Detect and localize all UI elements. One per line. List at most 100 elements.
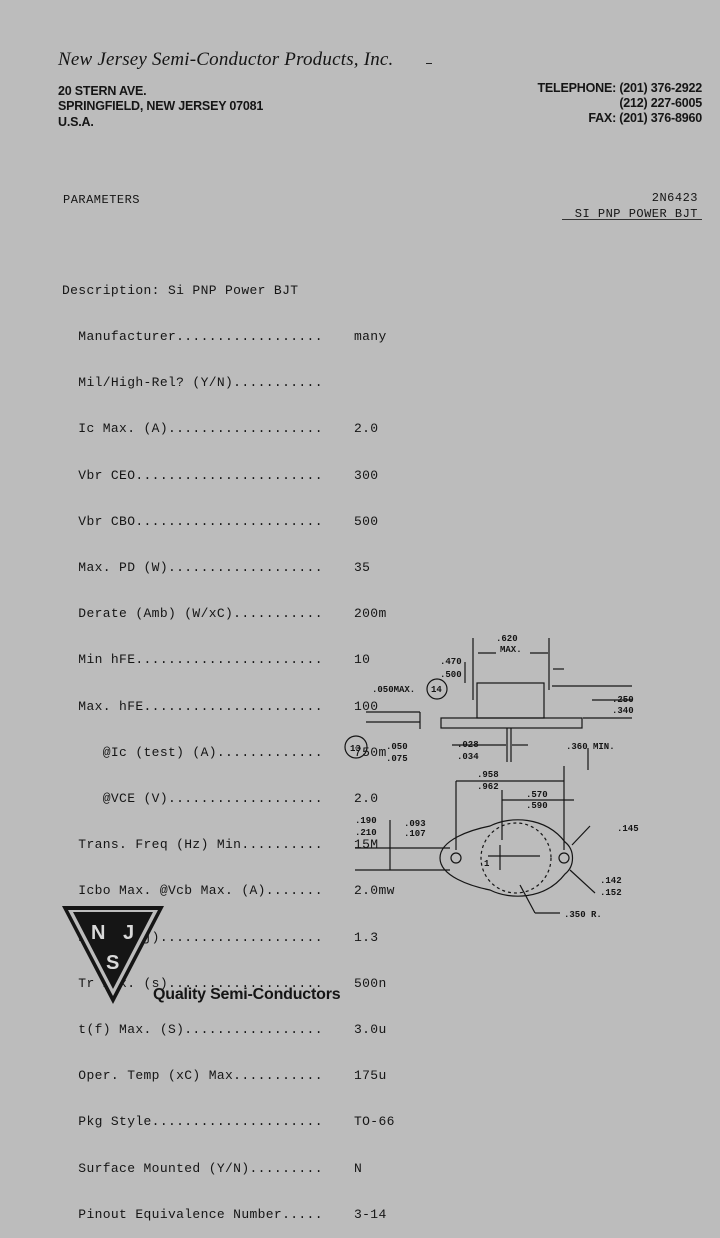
dim-152: .152 [600, 888, 622, 898]
logo-letter-s: S [106, 952, 119, 974]
pin-1-label: 1 [484, 859, 490, 869]
spec-value: 3-14 [354, 1206, 387, 1222]
spec-value: many [354, 329, 387, 345]
spec-label: Min hFE....................... [62, 652, 323, 668]
top-view-cap-outline [480, 822, 552, 894]
header-rule [562, 219, 702, 220]
part-number: 2N6423 [651, 191, 698, 205]
spec-row: t(f) Max. (S)................. 3.0u [62, 1022, 395, 1037]
telephone-2: (212) 227-6005 [619, 96, 702, 110]
spec-row: Mil/High-Rel? (Y/N)........... [62, 375, 395, 390]
dim-250: .250 [612, 695, 634, 705]
spec-value: 2.0mw [354, 883, 395, 899]
dim-max: MAX. [500, 645, 522, 655]
company-name: New Jersey Semi-Conductor Products, Inc. [58, 49, 394, 70]
spec-label: Icbo Max. @Vcb Max. (A)....... [62, 883, 323, 899]
spec-label: Surface Mounted (Y/N)......... [62, 1160, 323, 1176]
dim-190: .190 [355, 816, 377, 826]
dim-093: .093 [404, 819, 426, 829]
description-text: Description: Si PNP Power BJT [62, 282, 299, 298]
spec-label: Trans. Freq (Hz) Min.......... [62, 837, 323, 853]
spec-value: 200m [354, 606, 387, 622]
spec-value: 175u [354, 1068, 387, 1084]
spec-row: Icbo Max. @Vcb Max. (A)....... 2.0mw [62, 883, 395, 898]
spec-row: Oper. Temp (xC) Max...........175u [62, 1068, 395, 1083]
dim-360min: .360 MIN. [566, 742, 615, 752]
address-street: 20 STERN AVE. [58, 84, 147, 98]
address-country: U.S.A. [58, 115, 94, 129]
dim-075: .075 [386, 754, 408, 764]
spec-row: Trans. Freq (Hz) Min..........15M [62, 837, 395, 852]
spec-value: 500 [354, 513, 379, 529]
spec-row: @VCE (V)...................2.0 [62, 791, 395, 806]
dim-028: .028 [457, 740, 479, 750]
spec-label: Manufacturer.................. [62, 329, 323, 345]
dim-340: .340 [612, 706, 634, 716]
spec-label: Ic Max. (A)................... [62, 421, 323, 437]
dim-050max: .050MAX. [372, 685, 415, 695]
spec-label: Pkg Style..................... [62, 1114, 323, 1130]
spec-label: Mil/High-Rel? (Y/N)........... [62, 375, 323, 391]
spec-value: 3.0u [354, 1022, 387, 1038]
company-logo: N J S [62, 906, 164, 1004]
spec-label: Vbr CBO....................... [62, 513, 323, 529]
header-dash [426, 63, 432, 64]
dim-050: .050 [386, 742, 408, 752]
dim-145: .145 [617, 824, 639, 834]
spec-value: 100 [354, 698, 379, 714]
dim-142: .142 [600, 876, 622, 886]
side-view-flange [440, 717, 583, 729]
spec-value: 300 [354, 467, 379, 483]
dim-962: .962 [477, 782, 499, 792]
logo-letter-n: N [91, 922, 105, 944]
spec-value: 10 [354, 652, 371, 668]
dim-350r: .350 R. [564, 910, 602, 920]
logo-letter-j: J [123, 922, 134, 944]
mounting-hole [450, 852, 462, 864]
spec-row: Max. hFE...................... 100 [62, 699, 395, 714]
dim-034: .034 [457, 752, 479, 762]
spec-label: t(f) Max. (S)................. [62, 1022, 323, 1038]
spec-row: Manufacturer.................. many [62, 329, 395, 344]
spec-row: Pinout Equivalence Number..... 3-14 [62, 1207, 395, 1222]
spec-row: Vbr CBO....................... 500 [62, 514, 395, 529]
spec-value: N [354, 1160, 363, 1176]
parameters-label: PARAMETERS [63, 193, 141, 207]
dim-570: .570 [526, 790, 548, 800]
spec-row: Vbr CEO....................... 300 [62, 468, 395, 483]
callout-14: 14 [431, 685, 442, 695]
spec-row: @Ic (test) (A).............750m [62, 745, 395, 760]
fax: FAX: (201) 376-8960 [588, 111, 702, 125]
callout-13: 13 [350, 744, 361, 754]
dim-107: .107 [404, 829, 426, 839]
dim-500: .500 [440, 670, 462, 680]
spec-row: Ic Max. (A)................... 2.0 [62, 421, 395, 436]
spec-row: Derate (Amb) (W/xC)........... 200m [62, 606, 395, 621]
spec-label: Max. hFE...................... [62, 698, 323, 714]
spec-label: Pinout Equivalence Number..... [62, 1206, 323, 1222]
spec-value: 2.0 [354, 421, 379, 437]
description-line: Description: Si PNP Power BJT [62, 283, 395, 298]
spec-row: Pkg Style..................... TO-66 [62, 1114, 395, 1129]
spec-value: 35 [354, 560, 371, 576]
mounting-hole [558, 852, 570, 864]
dim-210: .210 [355, 828, 377, 838]
spec-label: @Ic (test) (A)............. [62, 744, 323, 760]
dim-958: .958 [477, 770, 499, 780]
top-view-body [439, 819, 574, 897]
spec-label: Vbr CEO....................... [62, 467, 323, 483]
dim-470: .470 [440, 657, 462, 667]
telephone: TELEPHONE: (201) 376-2922 [537, 81, 702, 95]
dim-620: .620 [496, 634, 518, 644]
spec-row: Surface Mounted (Y/N)......... N [62, 1161, 395, 1176]
spec-value: TO-66 [354, 1114, 395, 1130]
spec-label: Max. PD (W)................... [62, 560, 323, 576]
spec-row: Min hFE....................... 10 [62, 652, 395, 667]
spec-value: 1.3 [354, 929, 379, 945]
spec-row: Max. PD (W)................... 35 [62, 560, 395, 575]
spec-value: 2.0 [354, 791, 379, 807]
tagline: Quality Semi-Conductors [153, 986, 341, 1003]
package-outline-drawing: .620 MAX. .470 .500 .050MAX. 14 .250 .34… [344, 634, 639, 920]
side-view-cap [476, 682, 545, 719]
spec-label: Derate (Amb) (W/xC)........... [62, 606, 323, 622]
